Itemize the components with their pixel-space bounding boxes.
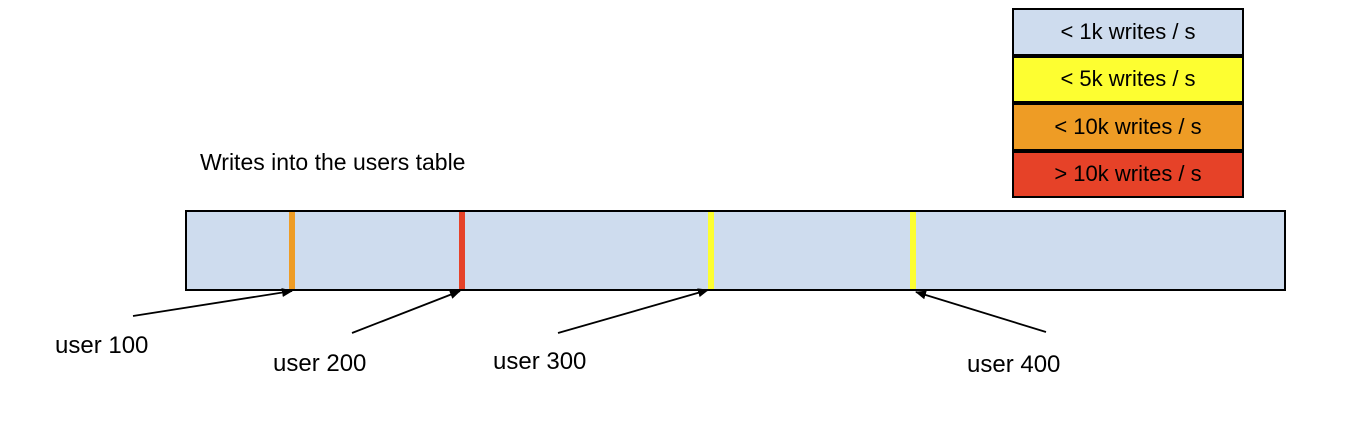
label-user-200: user 200 (273, 350, 367, 377)
arrow-user-300 (557, 288, 709, 334)
write-hotspot-user-400 (910, 212, 916, 289)
legend-item-lt-10k: < 10k writes / s (1012, 103, 1244, 151)
label-user-300: user 300 (493, 348, 587, 375)
arrow-user-400 (915, 290, 1047, 333)
legend-item-label: < 10k writes / s (1054, 113, 1202, 139)
arrow-user-100 (132, 288, 293, 317)
legend-item-gt-10k: > 10k writes / s (1012, 150, 1244, 198)
write-rate-legend: < 1k writes / s < 5k writes / s < 10k wr… (1012, 8, 1244, 198)
legend-item-lt-5k: < 5k writes / s (1012, 55, 1244, 103)
legend-item-label: < 1k writes / s (1060, 18, 1196, 44)
diagram-title: Writes into the users table (200, 149, 466, 175)
users-table-bar (185, 210, 1286, 291)
legend-item-label: < 5k writes / s (1060, 66, 1196, 92)
arrow-user-200 (351, 290, 461, 334)
write-hotspot-user-100 (289, 212, 295, 289)
write-hotspot-user-200 (459, 212, 465, 289)
label-user-400: user 400 (967, 351, 1061, 378)
write-hotspot-user-300 (708, 212, 714, 289)
legend-item-lt-1k: < 1k writes / s (1012, 8, 1244, 56)
label-user-100: user 100 (55, 332, 149, 359)
legend-item-label: > 10k writes / s (1054, 161, 1202, 187)
